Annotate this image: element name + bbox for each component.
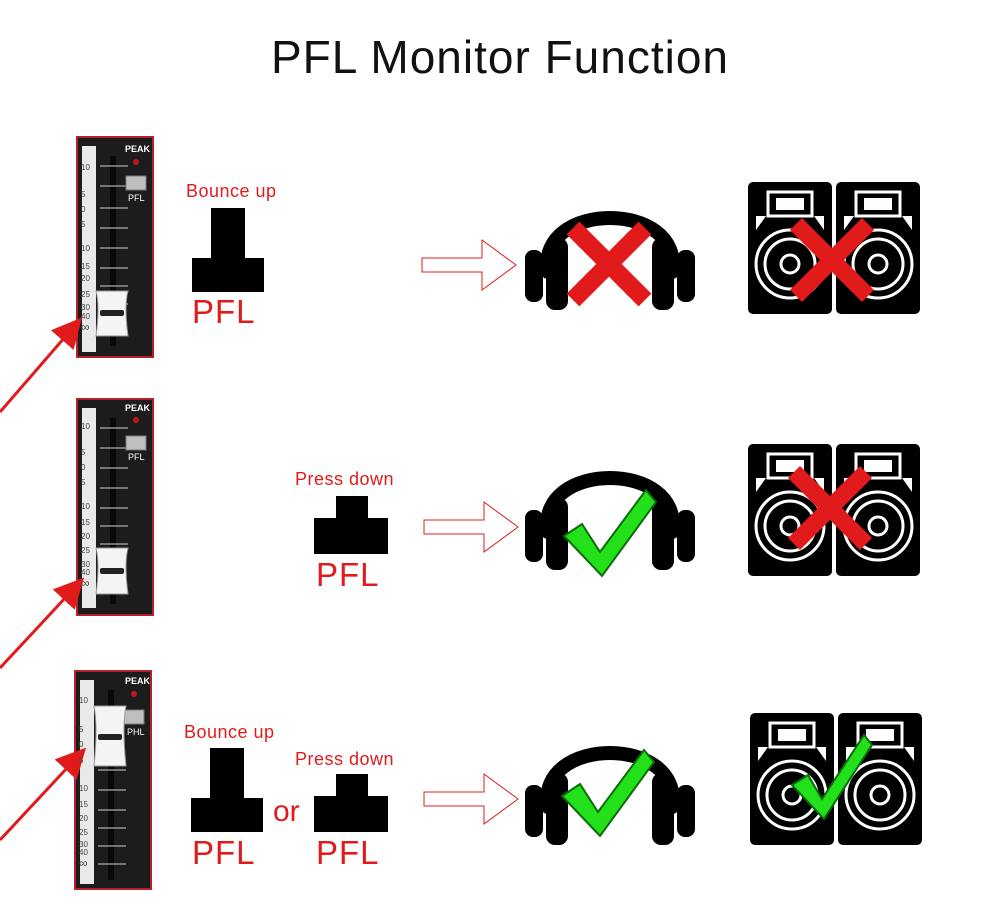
- arrow-right-icon: [423, 773, 519, 825]
- fader-scale-label: 5: [81, 190, 86, 199]
- fader-scale-label: 40: [81, 312, 90, 321]
- fader-scale-label: ∞: [81, 576, 90, 590]
- button-bounce-up-icon: [192, 208, 264, 292]
- fader-scale-label: ∞: [79, 856, 88, 870]
- headphones-icon: [525, 211, 695, 310]
- cross-icon: [789, 217, 875, 303]
- pointer-arrow: [0, 747, 87, 842]
- button-name: PFL: [192, 834, 256, 871]
- fader-scale-label: 0: [81, 205, 86, 214]
- fader-scale-label: 25: [81, 290, 90, 299]
- fader-strip: [74, 670, 152, 890]
- fader-scale-label: 0: [79, 740, 84, 749]
- button-state-label: Bounce up: [186, 181, 277, 201]
- fader-scale-label: 15: [79, 800, 88, 809]
- fader-scale-label: 30: [79, 840, 88, 849]
- peak-label: PEAK: [125, 144, 151, 154]
- fader-scale-label: 25: [79, 828, 88, 837]
- fader-scale-label: 10: [81, 422, 90, 431]
- pfl-button-label: PFL: [128, 193, 145, 203]
- button-name: PFL: [316, 834, 380, 871]
- fader-scale-label: 40: [81, 568, 90, 577]
- fader-scale-label: ∞: [81, 320, 90, 334]
- button-press-down-icon: [314, 774, 388, 832]
- arrow-right-icon: [423, 501, 519, 553]
- button-name: PFL: [316, 556, 380, 593]
- check-icon: [560, 748, 656, 838]
- fader-scale-label: 25: [81, 546, 90, 555]
- fader-scale-label: 30: [81, 560, 90, 569]
- button-state-label: Press down: [295, 749, 395, 769]
- cross-icon: [787, 465, 873, 551]
- fader-scale-label: 15: [81, 262, 90, 271]
- fader-strip: [76, 398, 154, 616]
- button-name: PFL: [192, 293, 256, 330]
- fader-scale-label: 10: [79, 696, 88, 705]
- pointer-arrow: [0, 317, 82, 413]
- fader-scale-label: 10: [81, 163, 90, 172]
- fader-scale-label: 20: [81, 532, 90, 541]
- headphones-icon: [525, 746, 695, 845]
- fader-scale-label: 15: [81, 518, 90, 527]
- check-icon: [790, 733, 874, 821]
- pfl-button-label: PFL: [128, 452, 145, 462]
- fader-scale-label: 5: [81, 220, 86, 229]
- or-connector: or: [273, 795, 300, 828]
- fader-scale-label: 5: [79, 725, 84, 734]
- fader-strip: [76, 136, 154, 358]
- button-state-label: Bounce up: [184, 722, 275, 742]
- phl-button-label: PHL: [127, 727, 145, 737]
- pointer-arrow: [0, 577, 85, 670]
- fader-scale-label: 10: [81, 502, 90, 511]
- fader-scale-label: 10: [79, 784, 88, 793]
- peak-label: PEAK: [125, 676, 151, 686]
- button-state-label: Press down: [295, 469, 395, 489]
- fader-scale-label: 30: [81, 303, 90, 312]
- peak-label: PEAK: [125, 403, 151, 413]
- arrow-right-icon: [421, 239, 517, 291]
- check-icon: [562, 488, 658, 578]
- button-bounce-up-icon: [191, 748, 263, 832]
- button-press-down-icon: [314, 496, 388, 554]
- fader-scale-label: 5: [81, 448, 86, 457]
- fader-scale-label: 0: [81, 463, 86, 472]
- fader-scale-label: 20: [81, 274, 90, 283]
- fader-scale-label: 40: [79, 848, 88, 857]
- headphones-icon: [525, 471, 695, 570]
- cross-icon: [566, 221, 652, 307]
- page-title: PFL Monitor Function: [270, 31, 730, 83]
- fader-scale-label: 10: [81, 244, 90, 253]
- fader-scale-label: 5: [81, 478, 86, 487]
- fader-scale-label: 20: [79, 814, 88, 823]
- fader-scale-label: 5: [79, 756, 84, 765]
